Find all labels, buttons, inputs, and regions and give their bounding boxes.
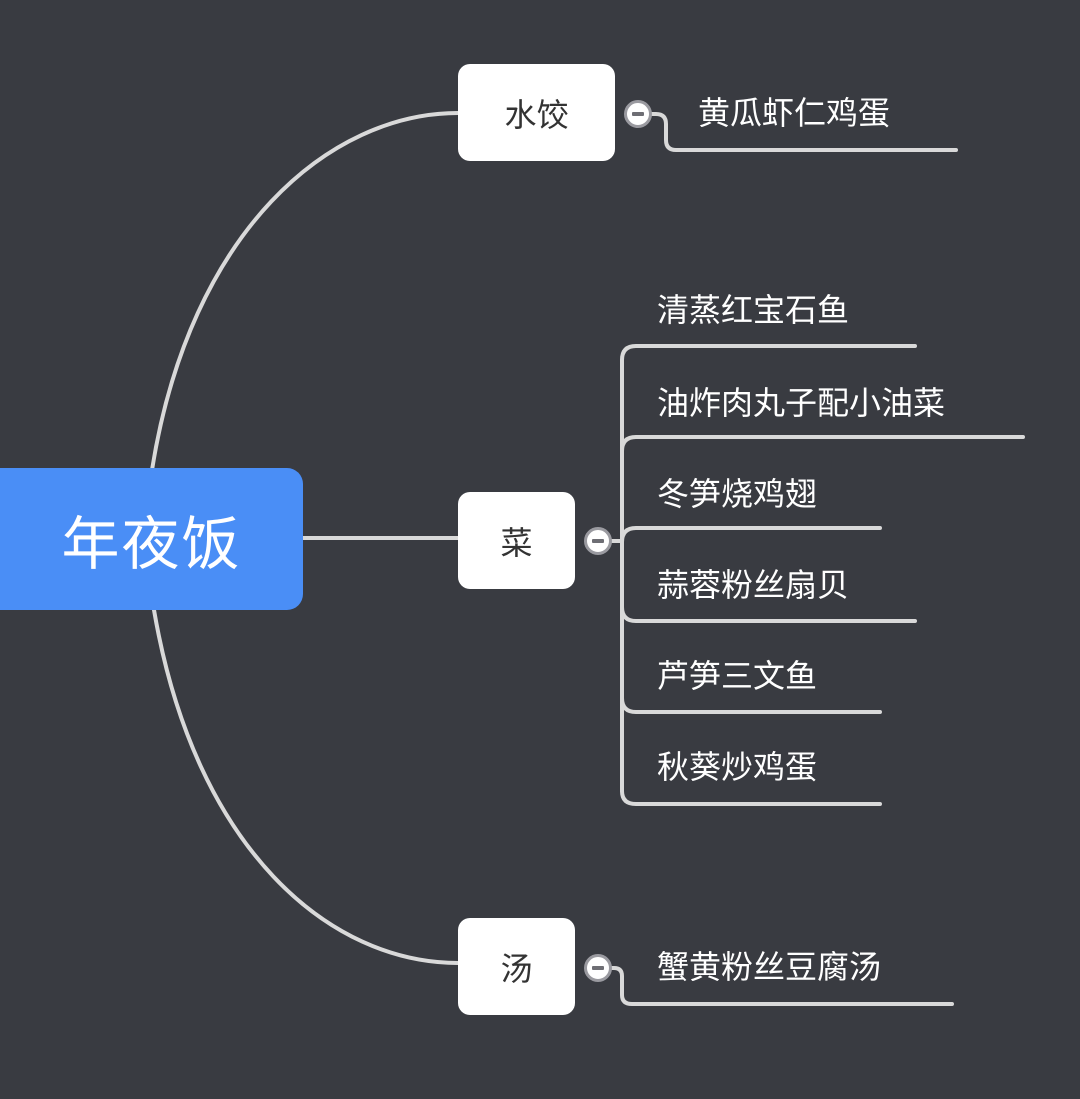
collapse-soup-icon[interactable] — [584, 954, 612, 982]
connector-root-to-soup — [152, 608, 460, 965]
connector-dishes-child-4 — [620, 605, 917, 623]
topic-dumplings[interactable]: 水饺 — [458, 64, 615, 161]
subtopic-steamed-ruby-fish[interactable]: 清蒸红宝石鱼 — [657, 291, 850, 329]
subtopic-asparagus-salmon[interactable]: 芦笋三文鱼 — [657, 657, 818, 695]
topic-dishes[interactable]: 菜 — [458, 492, 575, 589]
connector-soup-child — [610, 966, 954, 1006]
connector-dumplings-child — [650, 112, 958, 152]
connector-dishes-child-1 — [620, 344, 917, 362]
central-topic[interactable]: 年夜饭 — [0, 468, 303, 610]
collapse-dishes-icon[interactable] — [584, 527, 612, 555]
subtopic-garlic-vermicelli-scallops[interactable]: 蒜蓉粉丝扇贝 — [657, 566, 850, 604]
subtopic-bamboo-shoot-chicken-wings[interactable]: 冬笋烧鸡翅 — [657, 475, 818, 513]
connector-dishes-child-5 — [620, 696, 882, 714]
subtopic-fried-meatballs-greens[interactable]: 油炸肉丸子配小油菜 — [657, 384, 946, 422]
collapse-dumplings-icon[interactable] — [624, 100, 652, 128]
subtopic-cucumber-shrimp-egg[interactable]: 黄瓜虾仁鸡蛋 — [698, 94, 891, 132]
connector-dishes-child-6 — [620, 789, 882, 806]
subtopic-okra-scrambled-egg[interactable]: 秋葵炒鸡蛋 — [657, 748, 818, 786]
connector-root-to-dumplings — [150, 111, 460, 472]
topic-soup[interactable]: 汤 — [458, 918, 575, 1015]
connector-dishes-child-2 — [620, 435, 1025, 453]
connector-dishes-child-3 — [620, 526, 882, 544]
subtopic-crab-roe-tofu-soup[interactable]: 蟹黄粉丝豆腐汤 — [657, 948, 882, 986]
